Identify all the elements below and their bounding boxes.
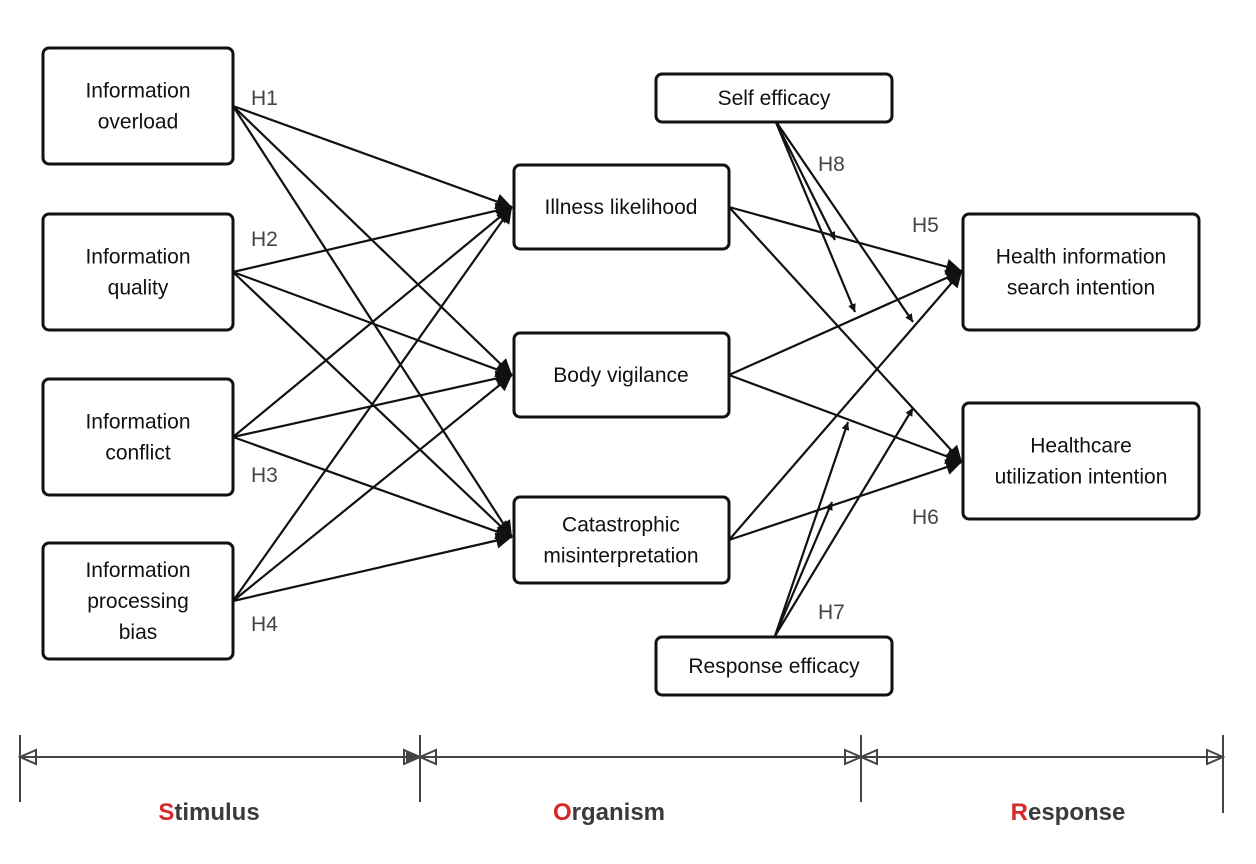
edge-quality-vigilance (232, 270, 513, 377)
node-information-overload: Information overload (41, 46, 235, 166)
node-information-quality: Information quality (41, 212, 235, 332)
edge-response-efficacy-mod2 (774, 407, 914, 637)
node-label-line: overload (98, 111, 179, 134)
node-information-processing-bias: Information processing bias (41, 541, 235, 661)
scale-arrow-left-1 (17, 748, 37, 766)
hypothesis-label-h3: H3 (251, 464, 278, 487)
scale-arrow-left-2 (417, 748, 437, 766)
node-label-line: Information (85, 559, 190, 582)
scale-arrow-left-3 (858, 748, 878, 766)
node-label-line: search intention (1007, 277, 1155, 300)
stage-initial: R (1011, 799, 1028, 826)
node-information-conflict: Information conflict (41, 377, 235, 497)
node-label-line: conflict (105, 442, 171, 465)
edge-bias-vigilance (232, 374, 513, 602)
stage-label-stimulus: Stimulus (158, 799, 259, 826)
node-label-line: Healthcare (1030, 435, 1132, 458)
hypothesis-label-h8: H8 (818, 153, 845, 176)
svg-text:Response efficacy: Response efficacy (688, 655, 860, 678)
svg-text:Body vigilance: Body vigilance (553, 364, 688, 387)
node-label-line: processing (87, 590, 189, 613)
node-label-line: bias (119, 621, 158, 644)
edge-response-efficacy-mod1 (773, 421, 850, 637)
edge-vigilance-search (728, 269, 963, 377)
node-label-line: quality (108, 277, 169, 300)
node-catastrophic-misinterpretation: Catastrophic misinterpretation (512, 495, 731, 585)
edge-overload-illness (232, 104, 513, 210)
node-label-line: Catastrophic (562, 514, 680, 537)
node-label-line: misinterpretation (543, 545, 698, 568)
scale-arrow-right-1 (403, 748, 423, 766)
organism-response-edges (728, 205, 963, 542)
edge-self-efficacy-mod2 (773, 119, 857, 313)
node-response-efficacy: Response efficacy (654, 635, 894, 697)
edge-illness-utilization (728, 206, 963, 463)
hypothesis-label-h1: H1 (251, 87, 278, 110)
stage-initial: O (553, 799, 572, 826)
node-healthcare-utilization-intention: Healthcare utilization intention (961, 401, 1201, 521)
node-health-information-search-intention: Health information search intention (961, 212, 1201, 332)
hypothesis-label-h2: H2 (251, 228, 278, 251)
stimulus-organism-edges (232, 104, 513, 603)
edge-self-efficacy-mod1 (774, 119, 836, 241)
scale-arrow-right-3 (1206, 748, 1226, 766)
edge-conflict-illness (232, 206, 513, 438)
node-label-line: Body vigilance (553, 364, 688, 387)
svg-text:Illness likelihood: Illness likelihood (545, 196, 698, 219)
node-self-efficacy: Self efficacy (654, 72, 894, 124)
stage-scale (17, 735, 1226, 813)
stage-label-organism: Organism (553, 799, 665, 826)
node-label-line: Information (85, 411, 190, 434)
node-label-line: Health information (996, 246, 1166, 269)
edge-self-efficacy-mod3 (774, 119, 914, 323)
edge-catastrophic-utilization (728, 459, 963, 542)
hypothesis-label-h5: H5 (912, 214, 939, 237)
edge-catastrophic-search (728, 270, 963, 541)
hypothesis-label-h4: H4 (251, 613, 278, 636)
edge-bias-illness (232, 206, 513, 602)
edge-bias-catastrophic (232, 532, 513, 603)
scale-arrow-right-2 (844, 748, 864, 766)
node-label-line: Information (85, 80, 190, 103)
node-illness-likelihood: Illness likelihood (512, 163, 731, 251)
edge-quality-illness (232, 202, 513, 274)
svg-text:Self efficacy: Self efficacy (718, 87, 831, 110)
edge-vigilance-utilization (728, 373, 963, 464)
node-label-line: Response efficacy (688, 655, 860, 678)
node-label-line: utilization intention (995, 466, 1168, 489)
edge-conflict-vigilance (232, 370, 513, 439)
hypothesis-label-h6: H6 (912, 506, 939, 529)
stage-rest: timulus (174, 799, 259, 826)
moderator-edges (773, 119, 914, 637)
hypothesis-label-h7: H7 (818, 601, 845, 624)
edge-response-efficacy-mod3 (773, 501, 834, 637)
stage-label-response: Response (1011, 799, 1126, 826)
edge-illness-search (728, 205, 963, 275)
node-label-line: Illness likelihood (545, 196, 698, 219)
stage-rest: esponse (1028, 799, 1125, 826)
node-body-vigilance: Body vigilance (512, 331, 731, 419)
node-label-line: Self efficacy (718, 87, 831, 110)
stage-rest: rganism (572, 799, 665, 826)
stage-initial: S (158, 799, 174, 826)
node-label-line: Information (85, 246, 190, 269)
